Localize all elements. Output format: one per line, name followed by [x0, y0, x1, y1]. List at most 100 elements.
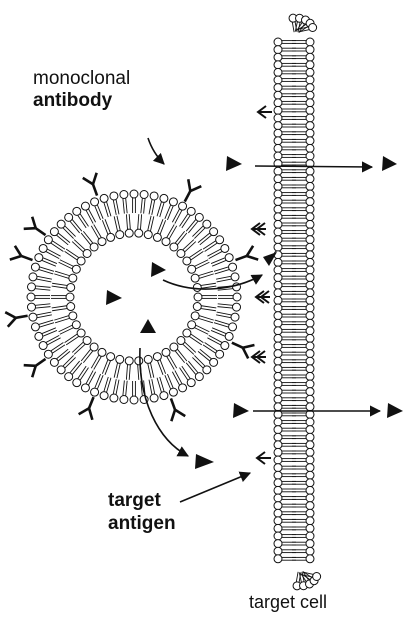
phospholipid-head-icon	[120, 190, 128, 213]
phospholipid-head-icon	[274, 547, 296, 555]
phospholipid-head-icon	[149, 192, 158, 215]
phospholipid-head-icon	[274, 365, 296, 373]
phospholipid-head-icon	[292, 304, 314, 312]
phospholipid-head-icon	[274, 182, 296, 190]
phospholipid-head-icon	[274, 243, 296, 251]
phospholipid-head-icon	[274, 152, 296, 160]
phospholipid-head-icon	[274, 175, 296, 183]
phospholipid-head-icon	[292, 182, 314, 190]
antibody-y-icon	[185, 179, 202, 201]
phospholipid-head-icon	[52, 283, 75, 291]
phospholipid-head-icon	[292, 479, 314, 487]
phospholipid-head-icon	[292, 372, 314, 380]
phospholipid-head-icon	[274, 517, 296, 525]
phospholipid-head-icon	[274, 524, 296, 532]
phospholipid-head-icon	[292, 106, 314, 114]
receptor-icon	[252, 223, 266, 235]
phospholipid-head-icon	[292, 38, 314, 46]
phospholipid-head-icon	[274, 433, 296, 441]
phospholipid-head-icon	[183, 249, 203, 265]
antigen-triangle-icon	[151, 262, 166, 277]
phospholipid-head-icon	[292, 555, 314, 563]
phospholipid-head-icon	[65, 329, 85, 345]
phospholipid-head-icon	[274, 456, 296, 464]
antibody-y-icon	[5, 312, 27, 327]
phospholipid-head-icon	[292, 418, 314, 426]
phospholipid-head-icon	[274, 441, 296, 449]
phospholipid-head-icon	[216, 273, 239, 282]
phospholipid-head-icon	[52, 303, 75, 311]
phospholipid-head-icon	[50, 349, 70, 366]
phospholipid-head-icon	[292, 342, 314, 350]
phospholipid-head-icon	[292, 441, 314, 449]
phospholipid-head-icon	[274, 144, 296, 152]
arrow-icon	[148, 138, 164, 164]
phospholipid-head-icon	[274, 494, 296, 502]
phospholipid-head-icon	[29, 312, 52, 321]
phospholipid-head-icon	[292, 220, 314, 228]
arrow-icon	[180, 473, 250, 502]
phospholipid-head-icon	[292, 426, 314, 434]
antibody-y-icon	[24, 217, 46, 235]
phospholipid-head-icon	[292, 357, 314, 365]
phospholipid-head-icon	[191, 312, 214, 323]
antigen-triangle-icon	[233, 403, 249, 418]
phospholipid-head-icon	[274, 266, 296, 274]
phospholipid-head-icon	[292, 137, 314, 145]
phospholipid-head-icon	[292, 365, 314, 373]
phospholipid-head-icon	[274, 236, 296, 244]
phospholipid-head-icon	[91, 224, 106, 245]
phospholipid-head-icon	[274, 327, 296, 335]
phospholipid-head-icon	[292, 61, 314, 69]
phospholipid-head-icon	[292, 53, 314, 61]
phospholipid-head-icon	[125, 357, 133, 380]
phospholipid-head-icon	[292, 380, 314, 388]
phospholipid-head-icon	[135, 214, 143, 237]
phospholipid-head-icon	[292, 464, 314, 472]
phospholipid-head-icon	[292, 494, 314, 502]
phospholipid-head-icon	[292, 456, 314, 464]
phospholipid-head-icon	[274, 258, 296, 266]
cell-label: target cell	[249, 592, 327, 612]
phospholipid-head-icon	[157, 194, 168, 217]
phospholipid-head-icon	[292, 395, 314, 403]
phospholipid-head-icon	[274, 99, 296, 107]
phospholipid-head-icon	[274, 198, 296, 206]
phospholipid-head-icon	[274, 395, 296, 403]
phospholipid-head-icon	[292, 524, 314, 532]
phospholipid-head-icon	[274, 334, 296, 342]
receptor-icon	[252, 351, 266, 363]
phospholipid-head-icon	[274, 426, 296, 434]
antibody-y-icon	[10, 246, 33, 260]
phospholipid-head-icon	[274, 205, 296, 213]
phospholipid-head-icon	[292, 327, 314, 335]
antibody-y-icon	[235, 246, 258, 260]
phospholipid-head-icon	[274, 274, 296, 282]
phospholipid-head-icon	[292, 296, 314, 304]
phospholipid-head-icon	[100, 377, 111, 400]
phospholipid-head-icon	[110, 379, 119, 402]
phospholipid-head-icon	[91, 348, 106, 369]
phospholipid-head-icon	[130, 190, 138, 213]
arrows	[140, 138, 380, 502]
phospholipid-head-icon	[194, 293, 217, 301]
phospholipid-head-icon	[292, 266, 314, 274]
phospholipid-head-icon	[292, 228, 314, 236]
phospholipid-head-icon	[292, 433, 314, 441]
phospholipid-head-icon	[292, 350, 314, 358]
phospholipid-head-icon	[192, 220, 210, 238]
phospholipid-head-icon	[292, 213, 314, 221]
phospholipid-head-icon	[214, 320, 237, 331]
phospholipid-head-icon	[144, 355, 154, 378]
phospholipid-head-icon	[274, 76, 296, 84]
phospholipid-head-icon	[54, 312, 77, 323]
phospholipid-head-icon	[292, 99, 314, 107]
phospholipid-head-icon	[274, 532, 296, 540]
phospholipid-head-icon	[274, 46, 296, 54]
phospholipid-head-icon	[292, 236, 314, 244]
phospholipid-head-icon	[191, 271, 214, 282]
phospholipid-head-icon	[274, 372, 296, 380]
antigen-triangle-icon	[106, 290, 122, 305]
phospholipid-head-icon	[274, 509, 296, 517]
phospholipid-head-icon	[157, 377, 168, 400]
